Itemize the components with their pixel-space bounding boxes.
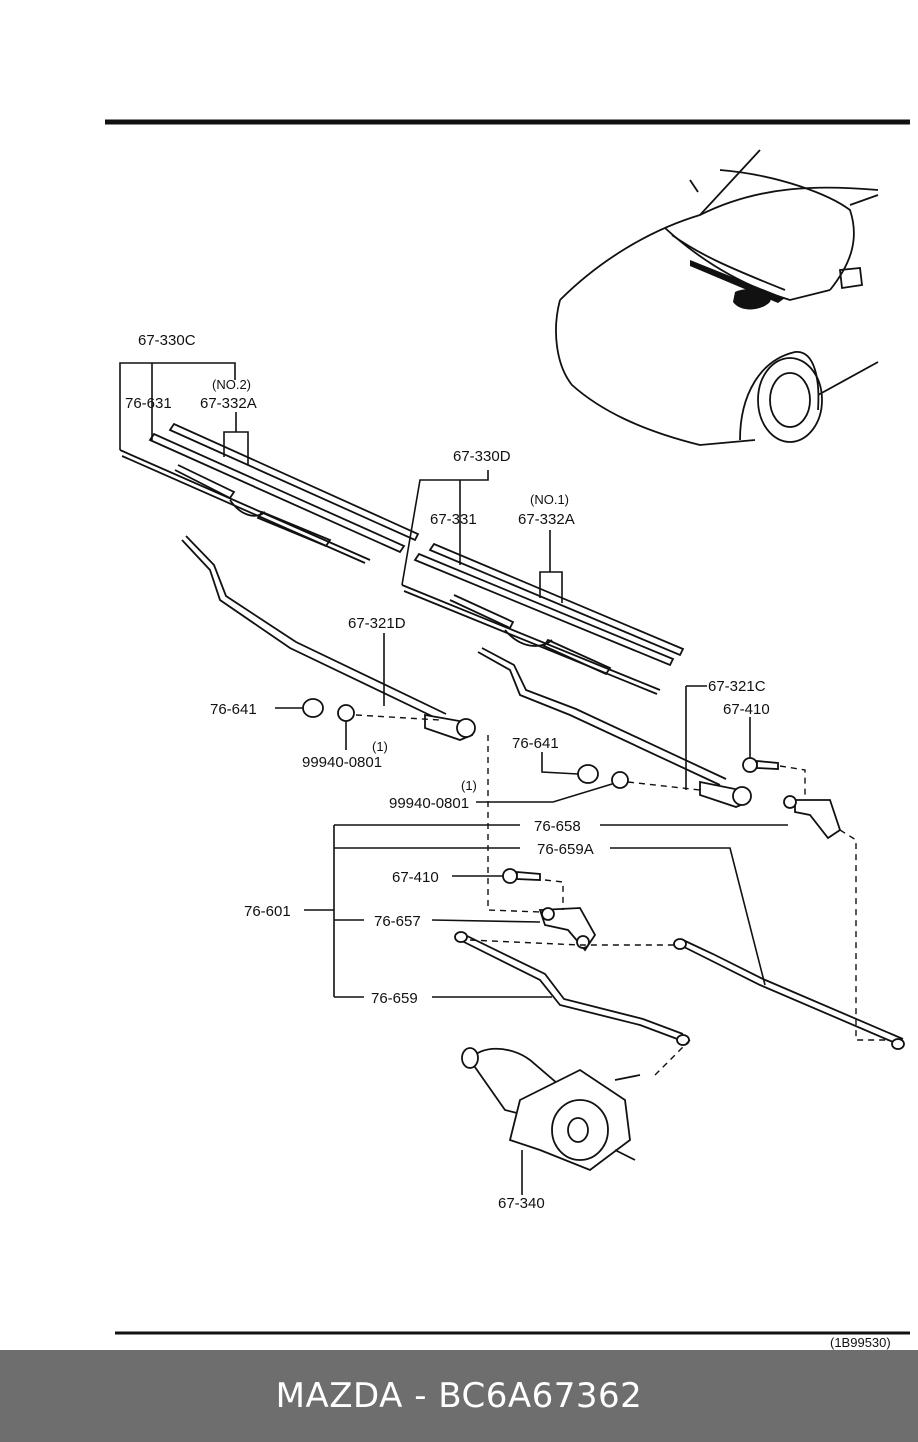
pivot-right-76658 — [783, 795, 842, 840]
leader-lines — [119, 362, 788, 1195]
footer-bar: MAZDA - BC6A67362 — [0, 1350, 918, 1442]
cap-right-76641 — [577, 764, 599, 784]
wiper-parts-diagram: 67-330C 76-631 (NO.2) 67-332A 67-330D (N… — [105, 119, 910, 1350]
wiper-arm-left — [181, 535, 476, 741]
label-qty-1-b: (1) — [461, 778, 477, 793]
reference-code: (1B99530) — [830, 1335, 891, 1350]
assembly-line-1 — [355, 714, 441, 721]
wiper-motor-67340 — [461, 1047, 641, 1172]
label-67-410-mid: 67-410 — [392, 869, 439, 886]
car-illustration — [555, 149, 879, 446]
nut-mid-99940 — [611, 771, 629, 789]
label-67-321D: 67-321D — [348, 615, 406, 632]
label-67-340: 67-340 — [498, 1195, 545, 1212]
label-76-659A: 76-659A — [537, 841, 594, 858]
bolt-mid-67410 — [502, 868, 541, 884]
label-67-332A-top: 67-332A — [200, 395, 257, 412]
wiper-blade-no1 — [401, 542, 685, 695]
label-67-330D: 67-330D — [453, 448, 511, 465]
wiper-blade-no2 — [119, 422, 420, 564]
label-67-330C: 67-330C — [138, 332, 196, 349]
assembly-line-4 — [779, 765, 806, 795]
assembly-line-8 — [654, 1039, 691, 1076]
label-99940-0801-mid: 99940-0801 — [389, 795, 469, 812]
label-no2: (NO.2) — [212, 377, 251, 392]
label-no1: (NO.1) — [530, 492, 569, 507]
link-rod-76659A — [673, 938, 905, 1050]
assembly-line-5 — [839, 829, 890, 1041]
label-76-601: 76-601 — [244, 903, 291, 920]
label-76-658: 76-658 — [534, 818, 581, 835]
wiper-arm-right — [477, 647, 752, 808]
assembly-line-2 — [487, 735, 541, 913]
label-76-641-right: 76-641 — [512, 735, 559, 752]
label-76-641-left: 76-641 — [210, 701, 257, 718]
label-67-332A-mid: 67-332A — [518, 511, 575, 528]
nut-left-99940 — [337, 704, 355, 722]
link-rod-76659 — [454, 931, 690, 1046]
assembly-line-6 — [544, 879, 564, 910]
label-67-410-right: 67-410 — [723, 701, 770, 718]
bolt-right-67410 — [742, 757, 779, 773]
part-title: MAZDA - BC6A67362 — [275, 1376, 643, 1416]
label-qty-1-a: (1) — [372, 739, 388, 754]
cap-left-76641 — [302, 698, 324, 718]
label-76-659: 76-659 — [371, 990, 418, 1007]
assembly-line-3 — [627, 781, 701, 791]
label-99940-0801-left: 99940-0801 — [302, 754, 382, 771]
label-67-321C: 67-321C — [708, 678, 766, 695]
assembly-line-7 — [469, 939, 675, 946]
label-67-331: 67-331 — [430, 511, 477, 528]
label-76-657: 76-657 — [374, 913, 421, 930]
label-76-631: 76-631 — [125, 395, 172, 412]
